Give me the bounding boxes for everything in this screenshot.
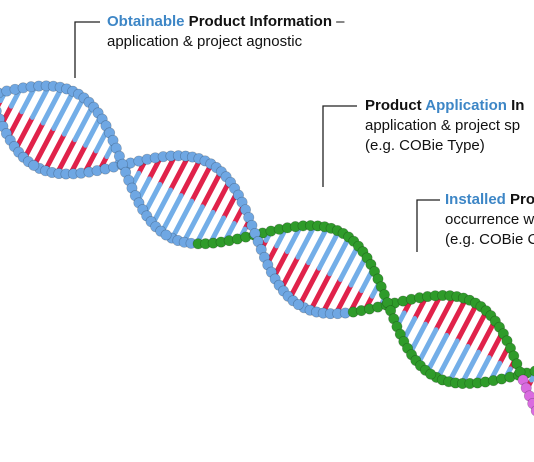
helix-rung-blue bbox=[295, 223, 317, 260]
helix-rung-blue bbox=[72, 103, 96, 143]
helix-rung-blue bbox=[150, 187, 174, 227]
helix-strand-bead bbox=[292, 299, 304, 311]
callout-2-title: Product Application In bbox=[365, 97, 524, 114]
callout-2-line3: (e.g. COBie Type) bbox=[365, 137, 485, 154]
helix-rung-blue bbox=[327, 234, 352, 277]
callout-obtainable: Obtainable Product Information – applica… bbox=[107, 12, 345, 52]
helix-rung-blue bbox=[169, 198, 195, 241]
helix-rung-blue bbox=[459, 349, 481, 386]
callout-2-title-rest: In bbox=[506, 97, 525, 114]
helix-rung-blue bbox=[424, 332, 450, 375]
helix-rung-red bbox=[422, 293, 443, 327]
helix-rung-blue bbox=[306, 224, 330, 266]
helix-rung-red bbox=[13, 114, 35, 152]
helix-rung-red bbox=[54, 137, 78, 176]
helix-rung-red bbox=[433, 293, 457, 333]
helix-rung-blue bbox=[407, 321, 428, 356]
callout-leader-1 bbox=[74, 21, 100, 78]
helix-rung-red bbox=[168, 153, 191, 193]
helix-rung-blue bbox=[40, 85, 65, 126]
callout-2-title-prefix: Product bbox=[365, 97, 426, 114]
helix-strand-bead bbox=[0, 107, 2, 116]
helix-rung-red bbox=[210, 178, 233, 215]
callout-1-line2: application & project agnostic bbox=[107, 33, 303, 50]
helix-strand-back bbox=[0, 80, 534, 389]
callout-1-title: Obtainable Product Information bbox=[107, 13, 332, 30]
helix-rung-red bbox=[297, 265, 322, 308]
helix-rung-red bbox=[199, 168, 224, 210]
helix-rung-blue bbox=[159, 193, 184, 235]
helix-strand-bead bbox=[529, 365, 534, 377]
callout-leader-3 bbox=[416, 199, 440, 252]
callout-application: Product Application In application & pro… bbox=[365, 96, 524, 156]
helix-rung-red bbox=[189, 161, 214, 204]
callout-3-highlight: Installed bbox=[445, 191, 506, 208]
helix-rung-red bbox=[444, 296, 469, 338]
callout-3-title: Installed Pro bbox=[445, 191, 534, 208]
callout-2-line2: application & project sp bbox=[365, 117, 521, 134]
helix-rung-red bbox=[42, 131, 67, 174]
helix-rung-red bbox=[320, 276, 343, 316]
callout-leader-2 bbox=[322, 105, 357, 187]
helix-rung-red bbox=[475, 318, 498, 355]
callout-3-line3: (e.g. COBie C bbox=[445, 231, 534, 248]
helix-rung-red bbox=[21, 120, 46, 161]
helix-rung-blue bbox=[181, 204, 205, 245]
callout-3-title-rest: Pro bbox=[505, 191, 534, 208]
callout-1-title-rest: Product Information bbox=[184, 13, 333, 30]
helix-rung-red bbox=[308, 271, 333, 313]
helix-rung-blue bbox=[529, 370, 534, 383]
helix-strand-bead bbox=[530, 405, 534, 416]
callout-2-highlight: Application bbox=[425, 97, 507, 114]
helix-rung-blue bbox=[446, 344, 471, 385]
helix-rung-red bbox=[278, 254, 301, 291]
callout-1-highlight: Obtainable bbox=[107, 13, 185, 30]
helix-rung-blue bbox=[29, 83, 52, 120]
helix-rung-red bbox=[454, 301, 480, 344]
callout-installed: Installed Pro occurrence w (e.g. COBie C bbox=[445, 190, 534, 250]
helix-rung-blue bbox=[415, 327, 439, 366]
helix-strand-bead bbox=[160, 229, 172, 241]
helix-rung-red bbox=[465, 308, 489, 350]
helix-rung-blue bbox=[435, 338, 460, 381]
helix-rung-red bbox=[287, 260, 312, 301]
helix-rung-blue bbox=[337, 243, 361, 282]
callout-1-title-suffix: – bbox=[332, 13, 345, 30]
callout-3-line2: occurrence w bbox=[445, 211, 534, 228]
helix-strand-front bbox=[0, 88, 534, 416]
helix-strand-bead bbox=[28, 159, 40, 171]
helix-rung-blue bbox=[61, 95, 87, 137]
helix-rung-blue bbox=[316, 228, 342, 271]
helix-rung-red bbox=[31, 126, 57, 169]
helix-rung-blue bbox=[51, 88, 76, 132]
helix-rung-blue bbox=[193, 209, 216, 247]
helix-strand-bead bbox=[425, 368, 437, 380]
helix-rung-red bbox=[178, 156, 203, 199]
